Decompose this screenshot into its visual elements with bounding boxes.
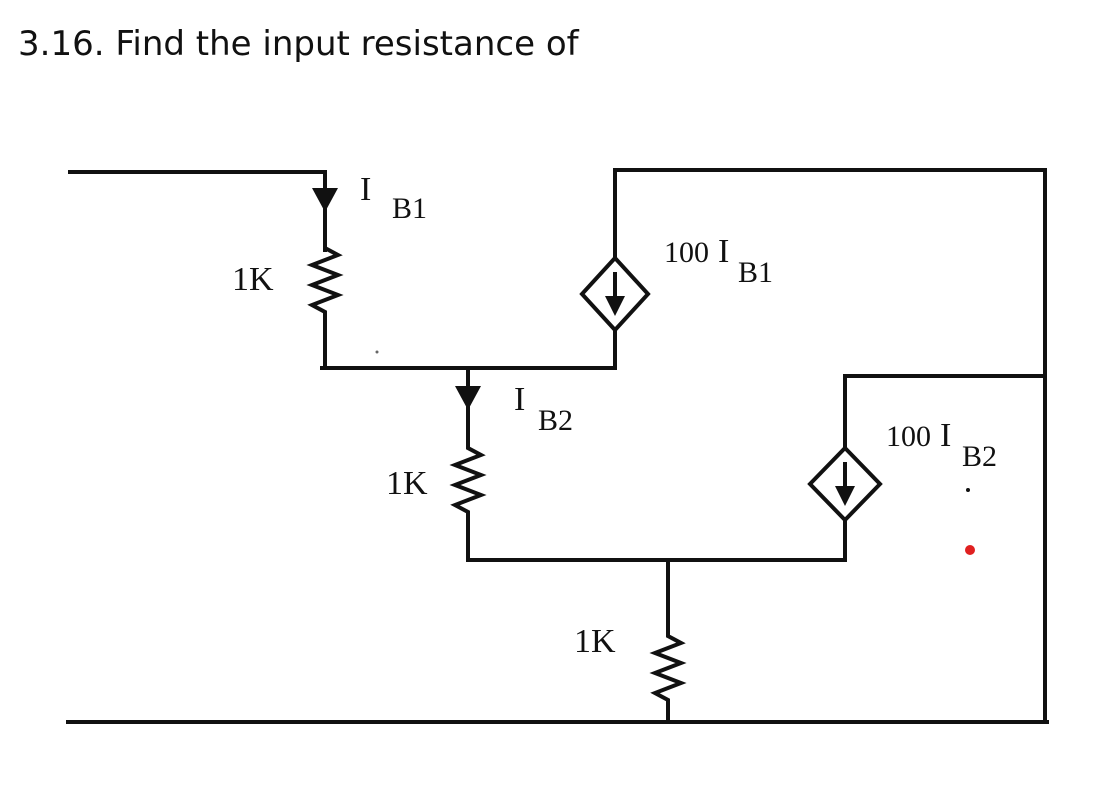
resistor-2 xyxy=(449,438,487,562)
dependent-source-1 xyxy=(579,255,651,333)
ib2-subscript: B2 xyxy=(538,404,573,437)
resistor-3 xyxy=(649,628,687,724)
arrow-down-icon xyxy=(835,486,855,506)
source-2-symbol: I xyxy=(940,417,951,454)
resistor-3-label: 1K xyxy=(574,623,616,660)
ib1-symbol: I xyxy=(360,171,371,208)
problem-title: 3.16. Find the input resistance of xyxy=(18,24,579,64)
collector-2-wire xyxy=(843,374,1045,452)
ib1-arrow-icon xyxy=(312,188,338,212)
collector-1-wire xyxy=(613,168,1047,724)
resistor-1-label: 1K xyxy=(232,261,274,298)
input-wire xyxy=(68,170,327,252)
source-1-symbol: I xyxy=(718,233,729,270)
resistor-2-label: 1K xyxy=(386,465,428,502)
ib2-arrow-icon xyxy=(455,386,481,410)
dependent-source-2 xyxy=(807,445,883,523)
source-2-gain: 100 xyxy=(886,420,931,453)
node-1-wire xyxy=(320,328,617,370)
resistor-1 xyxy=(306,238,344,370)
source-1-gain: 100 xyxy=(664,236,709,269)
ib1-subscript: B1 xyxy=(392,192,427,225)
node-2-wire xyxy=(468,520,847,562)
dot-mark xyxy=(375,350,379,354)
dot-mark xyxy=(966,488,970,492)
source-2-subscript: B2 xyxy=(962,440,997,473)
source-1-subscript: B1 xyxy=(738,256,773,289)
ib2-symbol: I xyxy=(514,381,525,418)
red-dot-marker xyxy=(965,545,975,555)
arrow-down-icon xyxy=(605,296,625,316)
